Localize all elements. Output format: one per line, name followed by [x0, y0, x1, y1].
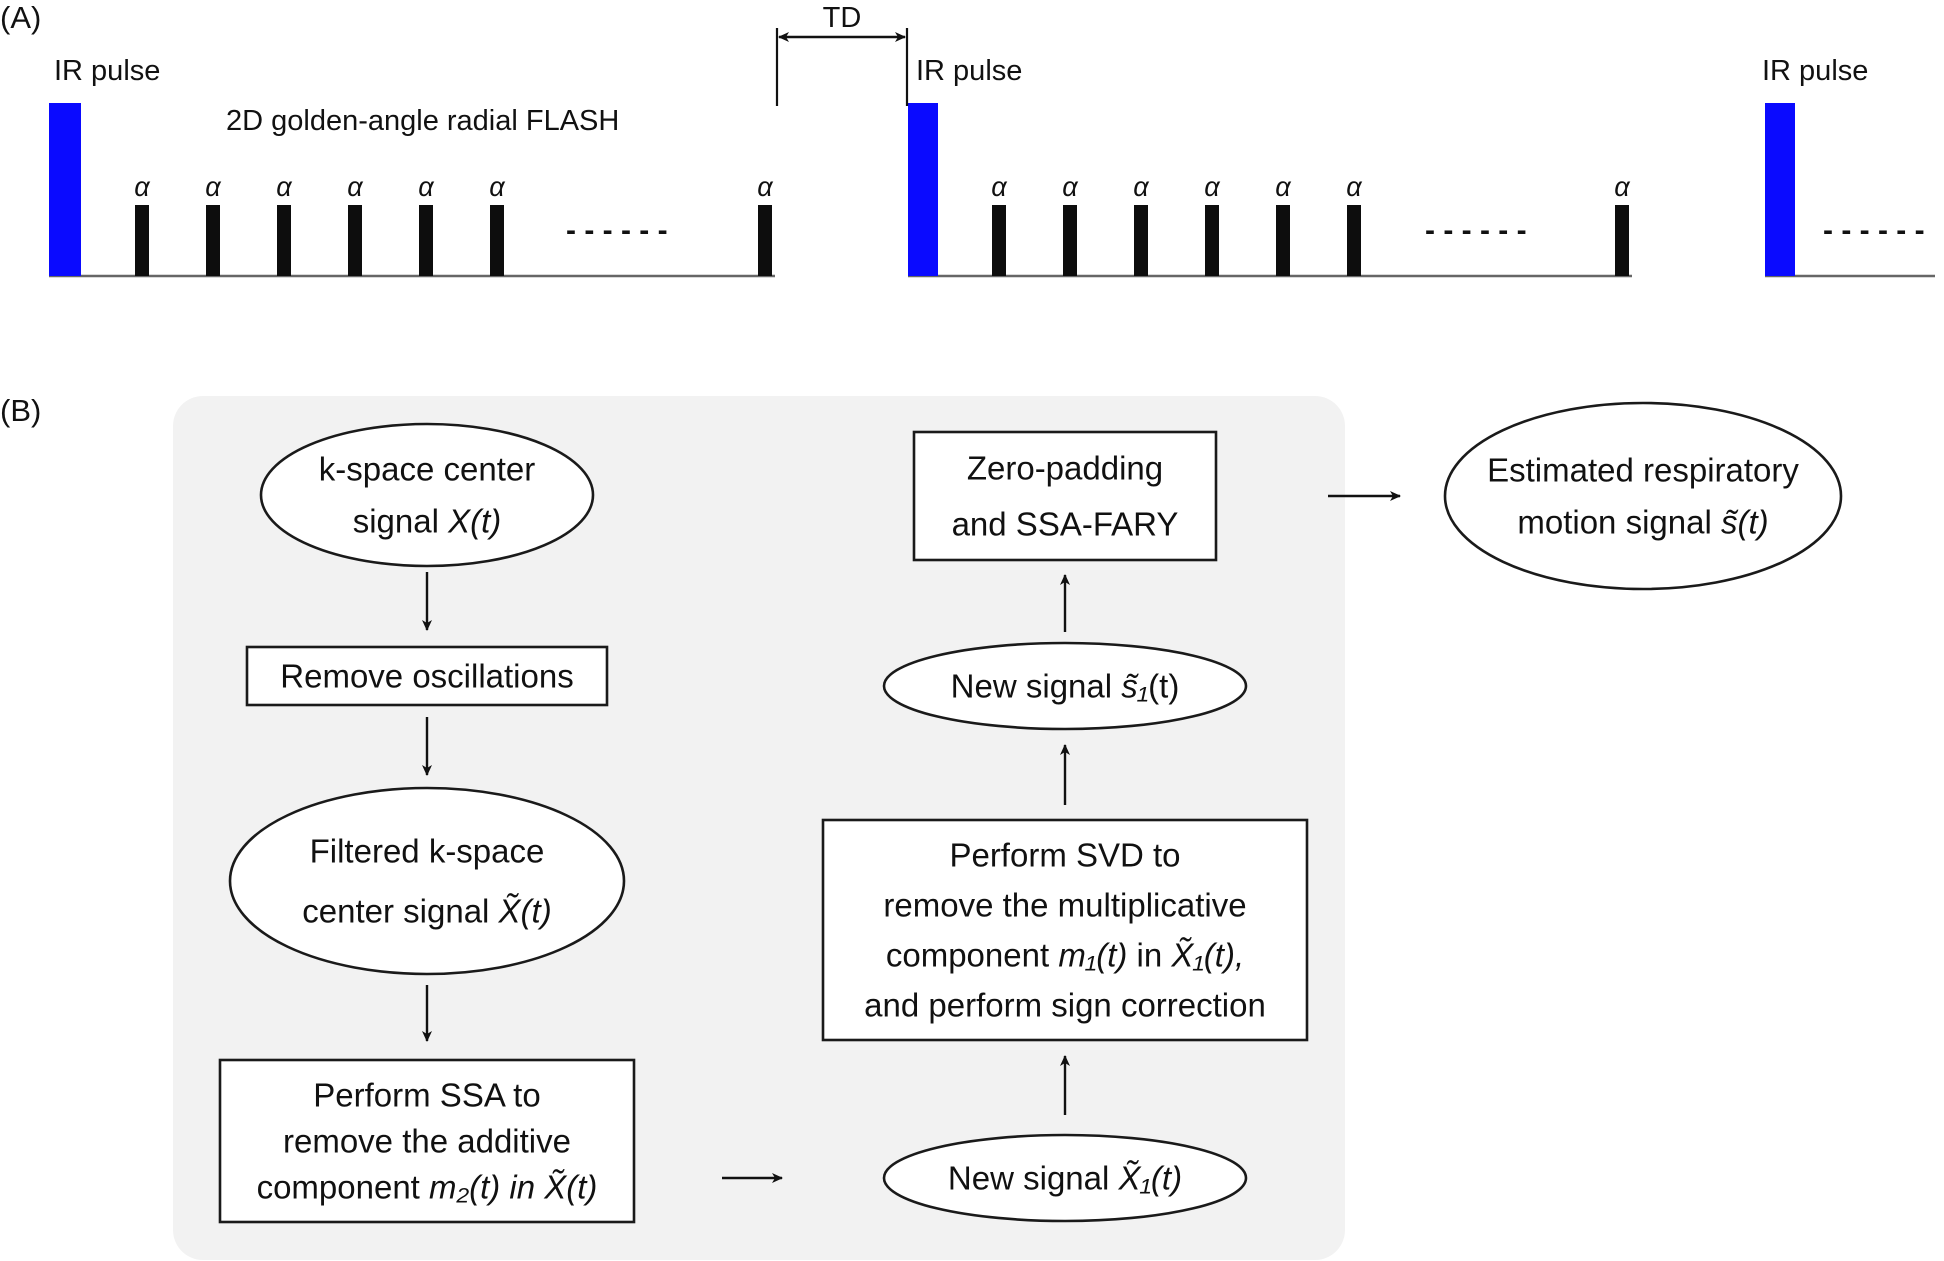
alpha-label-2: α — [205, 172, 222, 202]
alpha-label-12: α — [1275, 172, 1292, 202]
node-zero-padding-shape — [912, 430, 1218, 562]
node-estimated-signal-shape — [1443, 401, 1843, 591]
alpha-label-13: α — [1346, 172, 1363, 202]
ir-pulse-label-1: IR pulse — [54, 55, 160, 87]
node-new-signal-x1-text-line-1: New signal X̃₁(t) — [948, 1160, 1182, 1197]
node-perform-svd-text-line-4: and perform sign correction — [864, 987, 1266, 1024]
alpha-pulse-bar-1 — [135, 205, 149, 276]
alpha-label-1: α — [134, 172, 151, 202]
node-filtered-signal-text-line-2: center signal X̃(t) — [302, 893, 551, 930]
td-label: TD — [823, 2, 862, 34]
node-new-signal-s1: New signal s̃₁(t) — [882, 641, 1248, 731]
pulse-ellipsis-2: - - - - - - — [1425, 214, 1527, 247]
panel-b: (B) k-space center signal X(t) Remove osci… — [0, 393, 1843, 1260]
node-perform-svd: Perform SVD to remove the multiplicative c… — [821, 818, 1309, 1042]
node-perform-svd-text-line-1: Perform SVD to — [949, 837, 1180, 874]
alpha-pulse-bar-9 — [1063, 205, 1077, 276]
node-new-signal-s1-shape — [882, 641, 1248, 731]
node-perform-ssa-text-line-3: component m₂(t) in X̃(t) — [257, 1169, 598, 1206]
alpha-pulse-bar-2 — [206, 205, 220, 276]
node-zero-padding-text-line-1: Zero-padding — [967, 450, 1163, 487]
panel-b-label: (B) — [0, 393, 41, 428]
node-perform-ssa-shape — [218, 1058, 636, 1224]
node-kspace-signal-shape — [259, 422, 595, 568]
node-perform-ssa-text-line-1: Perform SSA to — [313, 1077, 540, 1114]
ir-pulse-bar-2 — [908, 103, 938, 276]
alpha-label-7: α — [757, 172, 774, 202]
alpha-label-14: α — [1614, 172, 1631, 202]
node-new-signal-x1-shape — [882, 1133, 1248, 1223]
panel-a: (A) IR pulse IR pulse IR pulse 2D golden… — [0, 0, 1935, 278]
alpha-label-6: α — [489, 172, 506, 202]
alpha-pulse-bar-4 — [348, 205, 362, 276]
ir-pulse-label-3: IR pulse — [1762, 55, 1868, 87]
node-remove-oscillations-text-line-1: Remove oscillations — [280, 658, 573, 695]
node-new-signal-s1-text-line-1: New signal s̃₁(t) — [951, 668, 1180, 705]
node-new-signal-x1: New signal X̃₁(t) — [882, 1133, 1248, 1223]
pulse-ellipsis-3: - - - - - - — [1823, 214, 1925, 247]
node-perform-svd-text-line-3: component m₁(t) in X̃₁(t), — [886, 937, 1244, 974]
node-filtered-signal: Filtered k-space center signal X̃(t) — [228, 786, 626, 976]
alpha-pulse-bar-7 — [758, 205, 772, 276]
alpha-label-3: α — [276, 172, 293, 202]
node-perform-svd-shape — [821, 818, 1309, 1042]
node-filtered-signal-shape — [228, 786, 626, 976]
node-zero-padding-text-line-2: and SSA-FARY — [952, 506, 1179, 543]
alpha-label-8: α — [991, 172, 1008, 202]
alpha-pulse-bar-10 — [1134, 205, 1148, 276]
alpha-pulse-bar-6 — [490, 205, 504, 276]
node-remove-oscillations: Remove oscillations — [245, 645, 609, 707]
node-filtered-signal-text-line-1: Filtered k-space — [310, 833, 545, 870]
ir-pulse-label-2: IR pulse — [916, 55, 1022, 87]
alpha-pulse-bar-11 — [1205, 205, 1219, 276]
node-zero-padding: Zero-padding and SSA-FARY — [912, 430, 1218, 562]
alpha-pulse-bar-3 — [277, 205, 291, 276]
ir-pulse-bar-1 — [49, 103, 81, 276]
node-perform-ssa-text-line-2: remove the additive — [283, 1123, 571, 1160]
pipeline-background — [173, 396, 1345, 1260]
node-perform-svd-text-line-2: remove the multiplicative — [883, 887, 1246, 924]
alpha-label-9: α — [1062, 172, 1079, 202]
alpha-pulse-bar-8 — [992, 205, 1006, 276]
node-remove-oscillations-shape — [245, 645, 609, 707]
ir-pulse-bar-3 — [1765, 103, 1795, 276]
alpha-label-11: α — [1204, 172, 1221, 202]
node-perform-ssa: Perform SSA to remove the additive compone… — [218, 1058, 636, 1224]
flow-nodes: k-space center signal X(t) Remove oscillat… — [218, 401, 1843, 1224]
alpha-pulse-bar-12 — [1276, 205, 1290, 276]
node-estimated-signal-text-line-2: motion signal s̃(t) — [1517, 504, 1768, 541]
alpha-label-4: α — [347, 172, 364, 202]
alpha-pulse-bar-14 — [1615, 205, 1629, 276]
sequence-label: 2D golden-angle radial FLASH — [226, 105, 619, 137]
node-kspace-signal: k-space center signal X(t) — [259, 422, 595, 568]
node-kspace-signal-text-line-1: k-space center — [319, 451, 535, 488]
alpha-pulse-bar-5 — [419, 205, 433, 276]
pulse-ellipsis-1: - - - - - - — [566, 214, 668, 247]
panel-a-label: (A) — [0, 0, 41, 35]
alpha-label-10: α — [1133, 172, 1150, 202]
node-estimated-signal: Estimated respiratory motion signal s̃(t) — [1443, 401, 1843, 591]
node-kspace-signal-text-line-2: signal X(t) — [353, 503, 502, 540]
alpha-label-5: α — [418, 172, 435, 202]
node-estimated-signal-text-line-1: Estimated respiratory — [1487, 452, 1799, 489]
alpha-pulse-bar-13 — [1347, 205, 1361, 276]
